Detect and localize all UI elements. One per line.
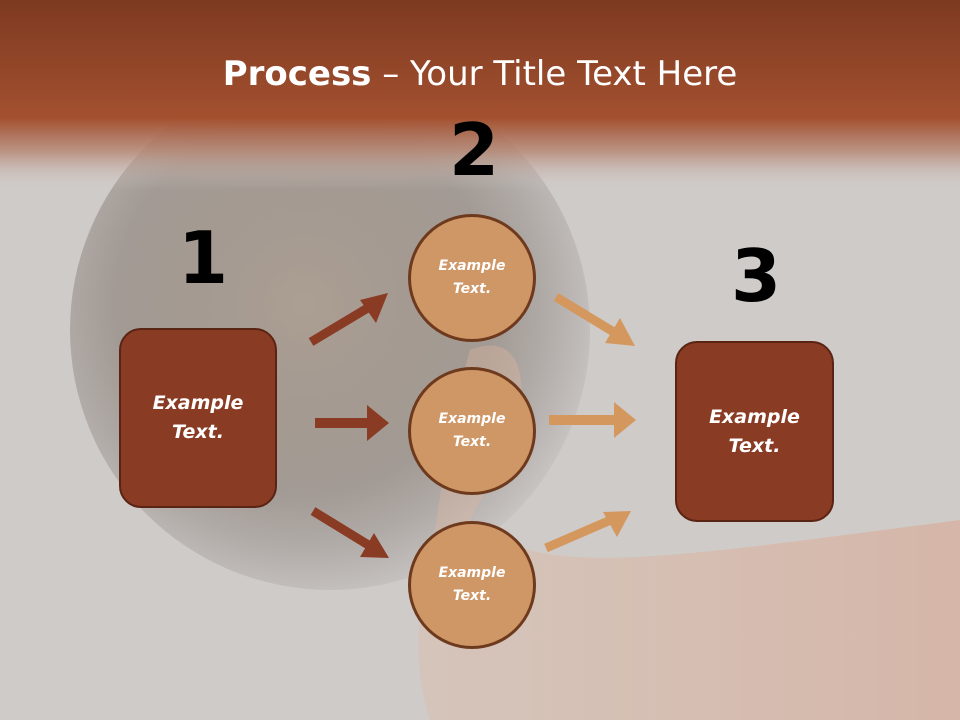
left-step-box: Example Text. bbox=[119, 328, 277, 508]
arm-image bbox=[418, 345, 960, 720]
bottom-circle: Example Text. bbox=[408, 521, 536, 649]
step-number-3: 3 bbox=[731, 234, 782, 318]
arrow-middle-to-right bbox=[549, 402, 636, 438]
slide-title: Process – Your Title Text Here bbox=[0, 52, 960, 96]
middle-circle-label: Example Text. bbox=[438, 411, 506, 450]
title-rest: – Your Title Text Here bbox=[371, 54, 738, 94]
right-step-box: Example Text. bbox=[675, 341, 834, 522]
title-bold: Process bbox=[222, 54, 372, 94]
left-step-label: Example Text. bbox=[152, 392, 244, 443]
arrow-left-to-middle bbox=[315, 405, 389, 441]
top-circle-label: Example Text. bbox=[438, 258, 506, 297]
arrow-bottom-to-right bbox=[544, 511, 631, 553]
right-step-label: Example Text. bbox=[709, 405, 800, 457]
step-number-2: 2 bbox=[449, 108, 500, 192]
top-circle: Example Text. bbox=[408, 214, 536, 342]
arrow-left-to-top bbox=[308, 293, 388, 346]
arrow-left-to-bottom bbox=[310, 507, 389, 558]
arrow-top-to-right bbox=[553, 293, 635, 346]
middle-circle: Example Text. bbox=[408, 367, 536, 495]
bottom-circle-label: Example Text. bbox=[438, 565, 506, 604]
step-number-1: 1 bbox=[178, 216, 229, 300]
